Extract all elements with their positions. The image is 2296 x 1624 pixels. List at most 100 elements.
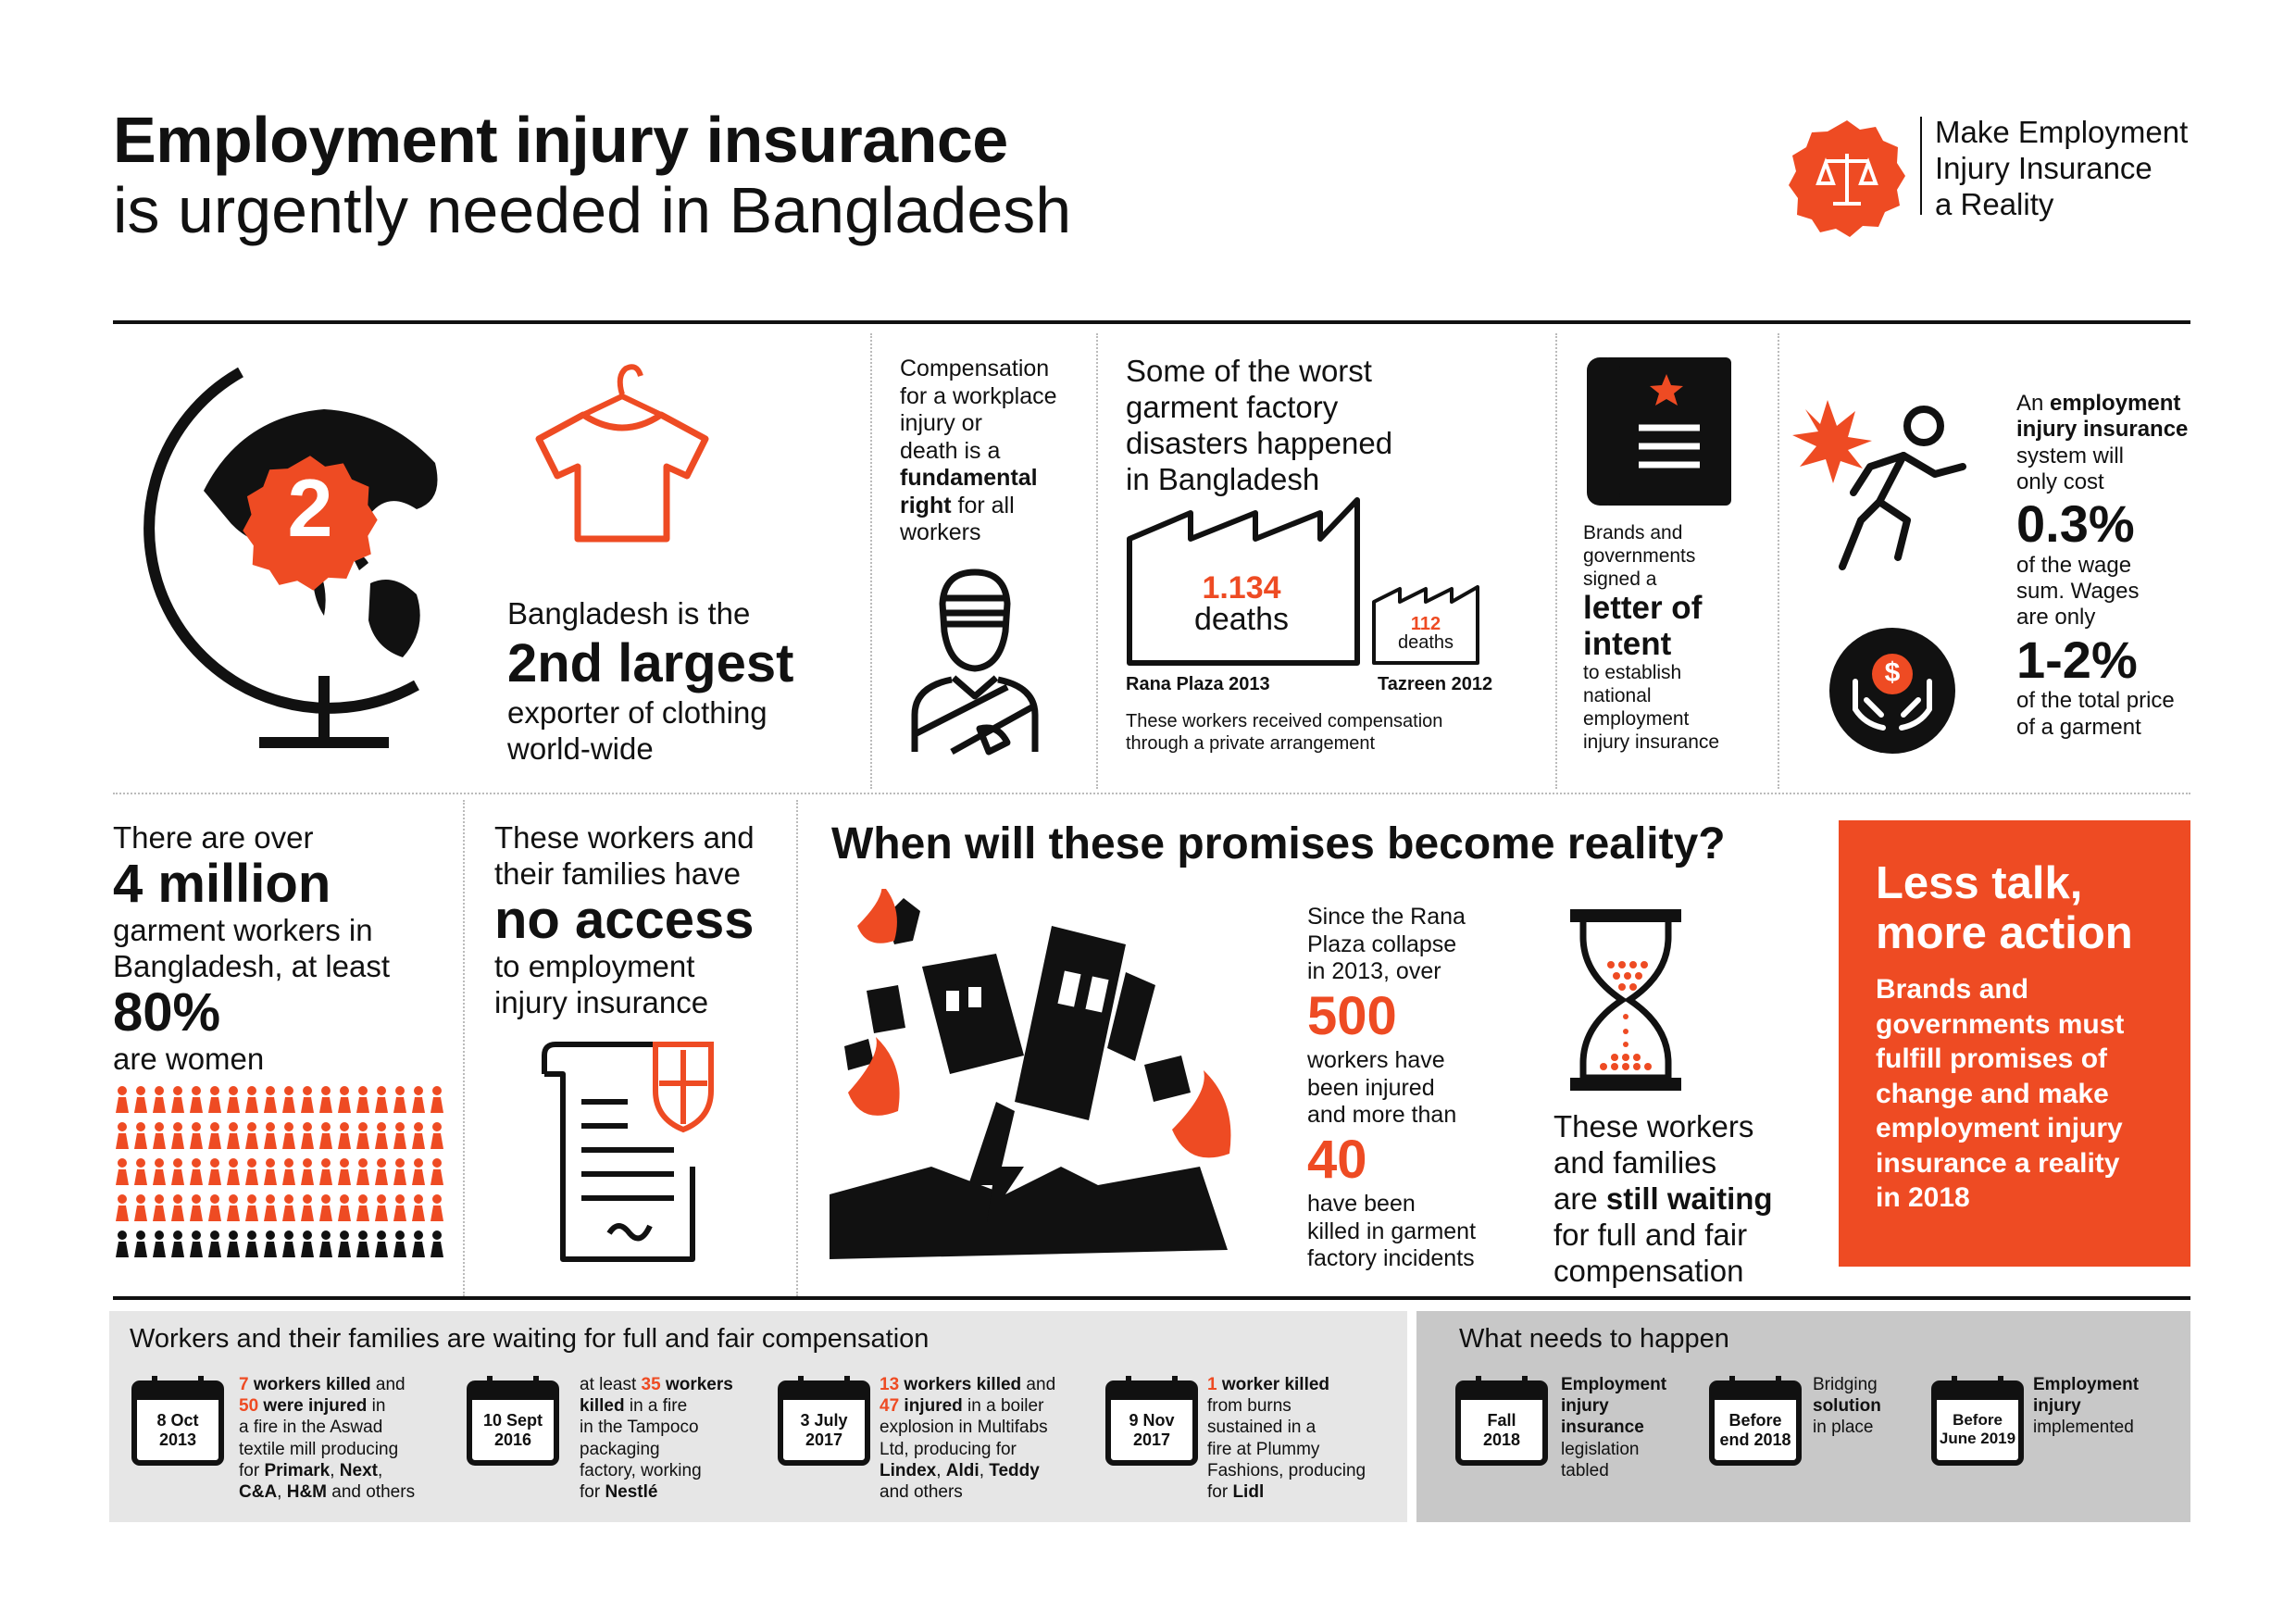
- person-icon: [393, 1086, 406, 1113]
- promises-heading: When will these promises become reality?: [831, 819, 1726, 868]
- person-icon: [245, 1122, 258, 1149]
- person-icon: [319, 1158, 332, 1185]
- person-icon: [134, 1158, 147, 1185]
- person-icon: [338, 1230, 351, 1257]
- person-icon: [171, 1194, 184, 1221]
- falling-person-icon: [1792, 400, 1966, 570]
- top-rule: [113, 320, 2190, 324]
- person-icon: [264, 1230, 277, 1257]
- person-icon: [430, 1194, 443, 1221]
- injured-worker-icon: [911, 568, 1039, 756]
- logo-text: Make Employment Injury Insurance a Reali…: [1935, 115, 2189, 221]
- person-icon: [227, 1158, 240, 1185]
- event-1-text: 7 workers killed and 50 were injured in …: [239, 1375, 416, 1502]
- title-line-2: is urgently needed in Bangladesh: [113, 174, 1072, 246]
- hourglass-icon: [1570, 909, 1681, 1091]
- person-icon: [356, 1086, 369, 1113]
- person-icon: [356, 1194, 369, 1221]
- person-icon: [430, 1086, 443, 1113]
- exporter-block: Bangladesh is the 2nd largest exporter o…: [507, 596, 794, 767]
- person-icon: [245, 1230, 258, 1257]
- person-icon: [412, 1086, 425, 1113]
- person-icon: [208, 1158, 221, 1185]
- rana-plaza-count: 1.134 deaths: [1193, 570, 1290, 637]
- need-1-text: Employment injury insurance legislation …: [1561, 1375, 1667, 1480]
- person-icon: [356, 1122, 369, 1149]
- person-icon: [190, 1194, 203, 1221]
- person-icon: [301, 1194, 314, 1221]
- rank-badge: [243, 456, 378, 591]
- person-icon: [134, 1194, 147, 1221]
- tshirt-hanger-icon: [535, 364, 709, 543]
- person-icon: [356, 1158, 369, 1185]
- person-icon: [375, 1194, 388, 1221]
- action-heading: Less talk, more action: [1876, 858, 2133, 958]
- person-icon: [375, 1086, 388, 1113]
- person-icon: [134, 1230, 147, 1257]
- person-icon: [282, 1230, 295, 1257]
- person-icon: [430, 1122, 443, 1149]
- person-icon: [208, 1230, 221, 1257]
- needs-title: What needs to happen: [1459, 1324, 1729, 1354]
- person-icon: [319, 1194, 332, 1221]
- event-4-text: 1 worker killed from burns sustained in …: [1207, 1375, 1366, 1502]
- person-icon: [375, 1122, 388, 1149]
- person-icon: [116, 1122, 129, 1149]
- person-icon: [412, 1158, 425, 1185]
- person-icon: [153, 1230, 166, 1257]
- person-icon: [430, 1158, 443, 1185]
- collapsed-building-illustration: [830, 883, 1231, 1259]
- person-icon: [319, 1230, 332, 1257]
- need-3-text: Employment injury implemented: [2033, 1375, 2140, 1438]
- person-icon: [208, 1194, 221, 1221]
- person-icon: [190, 1122, 203, 1149]
- person-icon: [393, 1122, 406, 1149]
- person-icon: [227, 1230, 240, 1257]
- incidents-stats: Since the Rana Plaza collapse in 2013, o…: [1307, 904, 1477, 1272]
- person-icon: [208, 1086, 221, 1113]
- workers-stats: There are over 4 million garment workers…: [113, 820, 391, 1076]
- rana-plaza-label: Rana Plaza 2013: [1126, 674, 1270, 694]
- person-icon: [171, 1158, 184, 1185]
- person-icon: [412, 1122, 425, 1149]
- person-icon: [301, 1158, 314, 1185]
- need-2-text: Bridging solution in place: [1813, 1375, 1881, 1438]
- person-icon: [393, 1158, 406, 1185]
- person-icon: [338, 1086, 351, 1113]
- document-scroll-icon: [1587, 357, 1731, 506]
- tazreen-label: Tazreen 2012: [1378, 674, 1493, 694]
- person-icon: [208, 1122, 221, 1149]
- rank-number: 2: [287, 462, 333, 554]
- person-icon: [227, 1086, 240, 1113]
- person-icon: [190, 1158, 203, 1185]
- person-icon: [338, 1158, 351, 1185]
- letter-of-intent-text: Brands and governments signed a letter o…: [1583, 522, 1720, 753]
- person-icon: [393, 1230, 406, 1257]
- person-icon: [190, 1230, 203, 1257]
- person-icon: [153, 1122, 166, 1149]
- needs-panel: What needs to happen: [1416, 1311, 2190, 1522]
- waiting-text: These workers and families are still wai…: [1554, 1109, 1773, 1288]
- person-icon: [412, 1194, 425, 1221]
- tazreen-count: 112 deaths: [1397, 614, 1454, 653]
- no-access-block: These workers and their families have no…: [494, 820, 755, 1019]
- person-icon: [338, 1194, 351, 1221]
- event-2-text: at least 35 workers killed in a fire in …: [580, 1375, 733, 1502]
- person-icon: [375, 1158, 388, 1185]
- person-icon: [116, 1086, 129, 1113]
- person-icon: [264, 1158, 277, 1185]
- person-icon: [153, 1086, 166, 1113]
- person-icon: [356, 1230, 369, 1257]
- person-icon: [134, 1122, 147, 1149]
- person-icon: [282, 1122, 295, 1149]
- person-icon: [301, 1122, 314, 1149]
- person-icon: [301, 1086, 314, 1113]
- person-icon: [264, 1194, 277, 1221]
- fundamental-right-text: Compensation for a workplace injury or d…: [900, 356, 1057, 545]
- scales-icon: [1789, 120, 1905, 237]
- person-icon: [116, 1158, 129, 1185]
